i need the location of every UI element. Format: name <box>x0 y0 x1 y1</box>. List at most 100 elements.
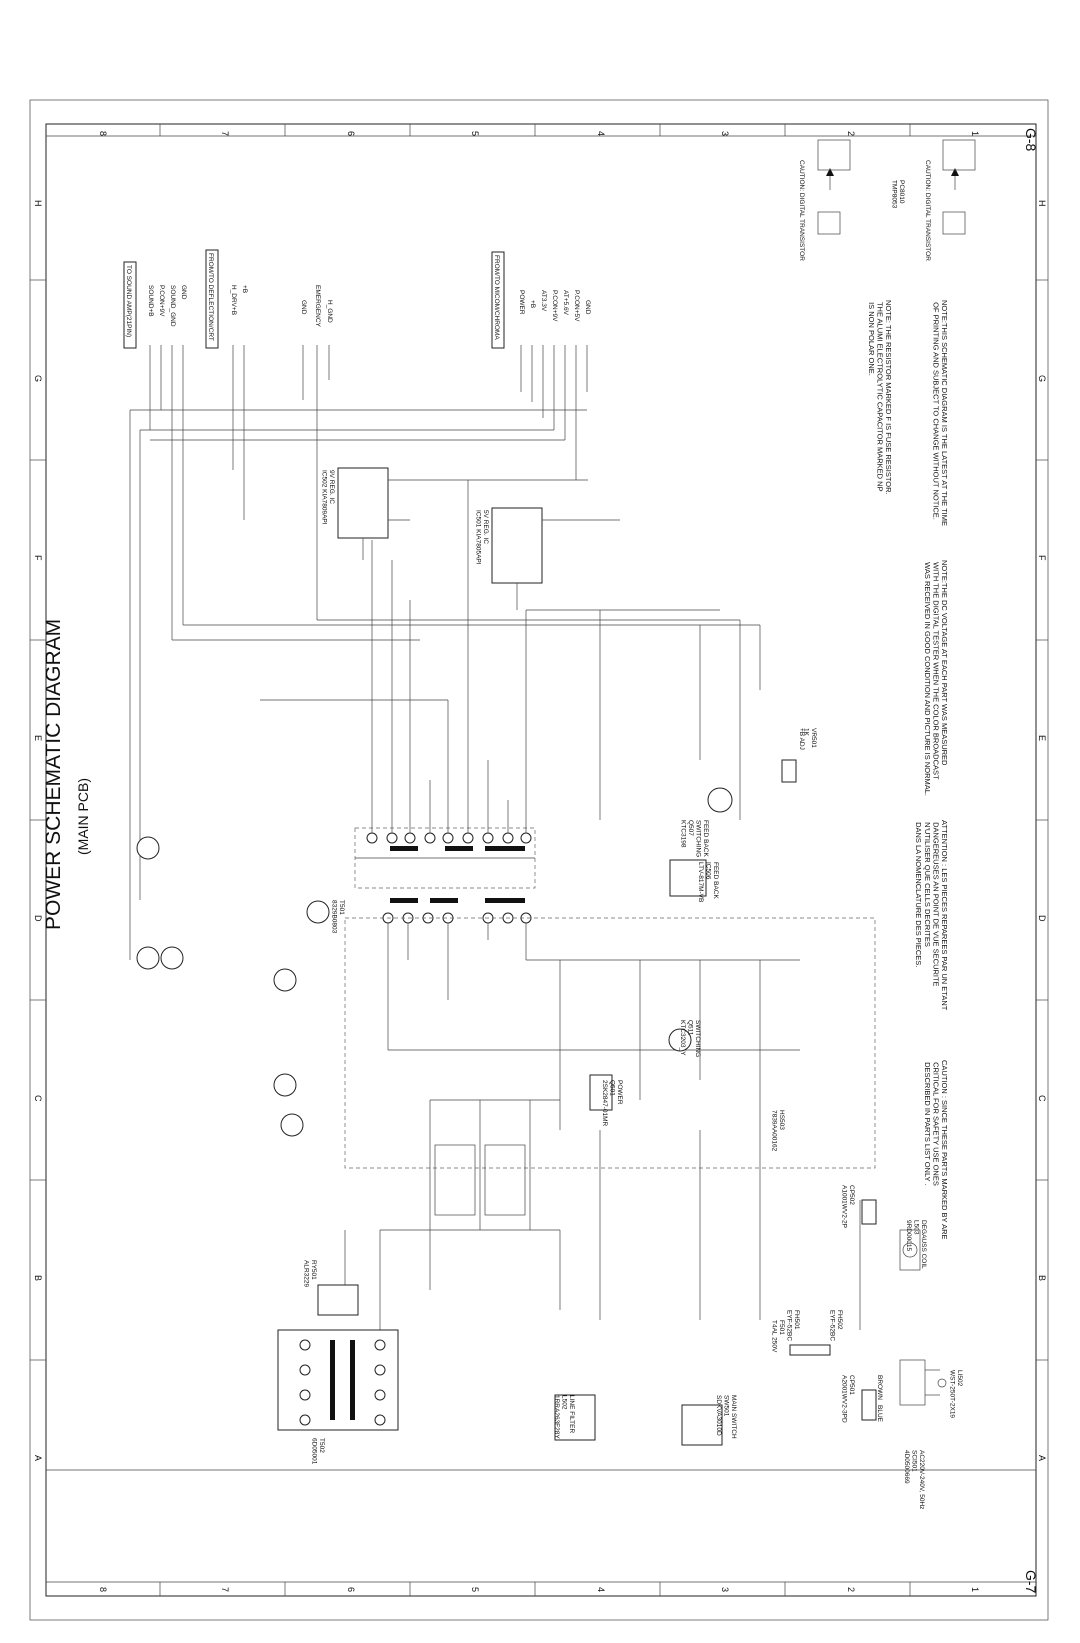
pin-label: GND <box>584 300 591 315</box>
connector-title-micom: FROM/TO MICOM/CHROMA <box>493 255 500 340</box>
pin-label: P.CON+9V <box>158 285 165 317</box>
q511-label: SWITCHINGQ511KTC3203_Y <box>679 1020 701 1057</box>
grid-letter: D <box>33 915 43 922</box>
grid-letter: A <box>33 1455 43 1461</box>
note-dc-voltage: NOTE:THE DC VOLTAGE AT EACH PART WAS MEA… <box>923 560 949 796</box>
grid-number: 4 <box>596 1587 606 1592</box>
connector-box-micom <box>491 251 505 349</box>
digital-transistor-symbol-2 <box>942 139 976 235</box>
pin-label: GND <box>300 300 307 315</box>
pin-label: SOUND_GND <box>169 285 176 327</box>
b-adj-label: +B ADJ <box>798 728 805 750</box>
pin-label: P.CON+5V <box>573 290 580 322</box>
fuse-f501 <box>789 1344 831 1356</box>
q508-transistor <box>160 946 184 970</box>
grid-number: 2 <box>846 131 856 136</box>
grid-letter: H <box>33 200 43 207</box>
t502-transformer: T5026D05001 <box>277 1329 399 1465</box>
grid-letter: E <box>1037 735 1047 741</box>
pin-label: H_GND <box>326 300 333 323</box>
degauss-label: DEGAUSS COILL5039RD00015 <box>905 1220 927 1269</box>
grid-letter: B <box>1037 1275 1047 1281</box>
grid-number: 3 <box>720 1587 730 1592</box>
connector-pins-micom: POWER +B AT3.3V P.CON+9V AT+5.6V P.CON+5… <box>518 290 591 322</box>
q510-transistor <box>306 900 330 924</box>
transistors <box>136 787 733 1137</box>
grid-number: 3 <box>720 131 730 136</box>
fh501-label: FH501EYF-52BC <box>786 1310 800 1341</box>
secondary-lines <box>260 480 761 833</box>
grid-letter: D <box>1037 915 1047 922</box>
grid-letter: F <box>33 555 43 561</box>
fh502-label: FH502EYF-52BC <box>829 1310 843 1341</box>
ic506-optocoupler <box>669 859 707 897</box>
pin-label: EMERGENCY <box>314 285 321 328</box>
vr501-pot <box>781 759 797 783</box>
l502-label: LINE FILTERL5021RRA263F28Y <box>553 1395 575 1439</box>
connector-wires <box>129 345 760 960</box>
ic502-regulator: 9V REG. ICIC502 KIA7809API <box>321 467 588 560</box>
page-title: POWER SCHEMATIC DIAGRAM <box>42 619 65 930</box>
hs503-label: HS5037839AA00162 <box>771 1110 785 1152</box>
ic506-label: FEED BACKIC506LTV-817M-VB <box>697 862 719 902</box>
pin-label: P.CON+9V <box>551 290 558 322</box>
pin-label: AT3.3V <box>540 290 547 312</box>
grid-number: 7 <box>220 1587 230 1592</box>
grid-letter: E <box>33 735 43 741</box>
primary-area <box>344 917 876 1169</box>
grid-number: 5 <box>470 1587 480 1592</box>
digital-transistor-symbol-1 <box>817 139 851 235</box>
grid-letter: G <box>33 375 43 382</box>
connector-pins-emergency: GND EMERGENCY H_GND <box>300 285 333 328</box>
grid-number: 8 <box>98 131 108 136</box>
wire-blue: BLUE <box>876 1405 883 1423</box>
t502-label: T5026D05001 <box>311 1438 325 1465</box>
grid-letters: H G F E D C B A H G F E D C B A <box>33 200 1047 1461</box>
grid-number: 6 <box>346 1587 356 1592</box>
transistor-codes: PC8010TMP8053 <box>891 180 905 209</box>
pin-label: +B <box>241 285 248 293</box>
pin-label: POWER <box>518 290 525 315</box>
t501-label: T5018329B0803 <box>331 900 345 934</box>
q511-transistor <box>668 1028 692 1052</box>
connector-box-sound <box>123 261 137 349</box>
cp501-label: CP501A2001WV2-3PD <box>841 1375 855 1423</box>
pin-label: GND <box>180 285 187 300</box>
connector-box-deflection <box>205 249 219 349</box>
cp502-connector <box>861 1199 877 1225</box>
note-latest: NOTE:THIS SCHEMATIC DIAGRAM IS THE LATES… <box>931 300 949 526</box>
connector-pins-sound: SOUND+B P.CON+9V SOUND_GND GND <box>147 285 187 327</box>
grid-numbers: 8 7 6 5 4 3 2 1 8 7 6 5 4 3 2 1 <box>98 131 980 1592</box>
line-filter <box>554 1394 596 1441</box>
note-caution: CAUTION : SINCE THESE PARTS MARKED BY AR… <box>923 1060 949 1240</box>
connector-title-deflection: FROM/TO DEFLECTION/CRT <box>207 253 214 341</box>
q506-transistor <box>273 968 297 992</box>
grid-number: 8 <box>98 1587 108 1592</box>
q501-mosfet <box>589 1074 613 1111</box>
cp501-connector <box>861 1389 877 1421</box>
connector-pins-deflection: H_DRV+B +B <box>230 285 248 315</box>
grid-number: 7 <box>220 131 230 136</box>
grid-letter: C <box>1037 1095 1047 1102</box>
pin-label: AT+5.6V <box>562 290 569 316</box>
q503-transistor <box>136 946 160 970</box>
ry501-relay <box>317 1284 359 1316</box>
wire-brown: BROWN <box>876 1375 883 1400</box>
vr501-label: VR5011K <box>803 728 817 748</box>
plug-label: LI502WST-250T-2X19 <box>949 1370 963 1418</box>
grid-number: 4 <box>596 131 606 136</box>
main-switch <box>681 1404 723 1446</box>
grid-number: 1 <box>970 131 980 136</box>
q505-transistor <box>280 1113 304 1137</box>
pin-label: +B <box>529 300 536 308</box>
pin-label: SOUND+B <box>147 285 154 317</box>
ic501-label: 5V REG. ICIC501 KIA7805API <box>475 510 489 565</box>
grid-number: 6 <box>346 131 356 136</box>
grid-letter: A <box>1037 1455 1047 1461</box>
grid-number: 5 <box>470 131 480 136</box>
ry501-label: RY501ALR3229 <box>303 1260 317 1287</box>
ac-plug-icon <box>899 1359 947 1406</box>
ic502-label: 9V REG. ICIC502 KIA7809API <box>321 470 335 525</box>
bridge-diodes <box>434 1144 526 1216</box>
